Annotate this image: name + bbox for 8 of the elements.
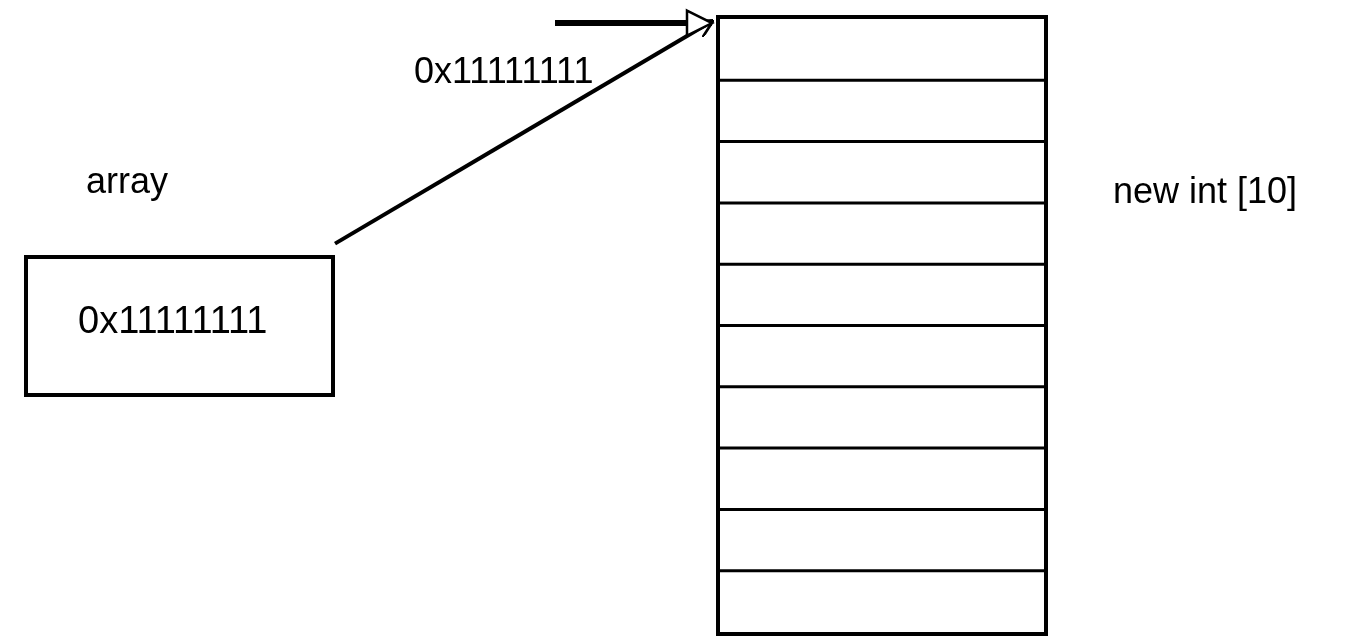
annotation-text: 0x11111111 (414, 50, 594, 92)
array-memory-block (716, 15, 1048, 636)
annotation-text: array (86, 160, 169, 202)
variable-box (24, 255, 335, 397)
arrow (334, 18, 715, 246)
address-value: 0x11111111 (78, 299, 268, 342)
annotation-text: new int [10] (1113, 170, 1298, 212)
pointer-arrow (555, 9, 714, 37)
